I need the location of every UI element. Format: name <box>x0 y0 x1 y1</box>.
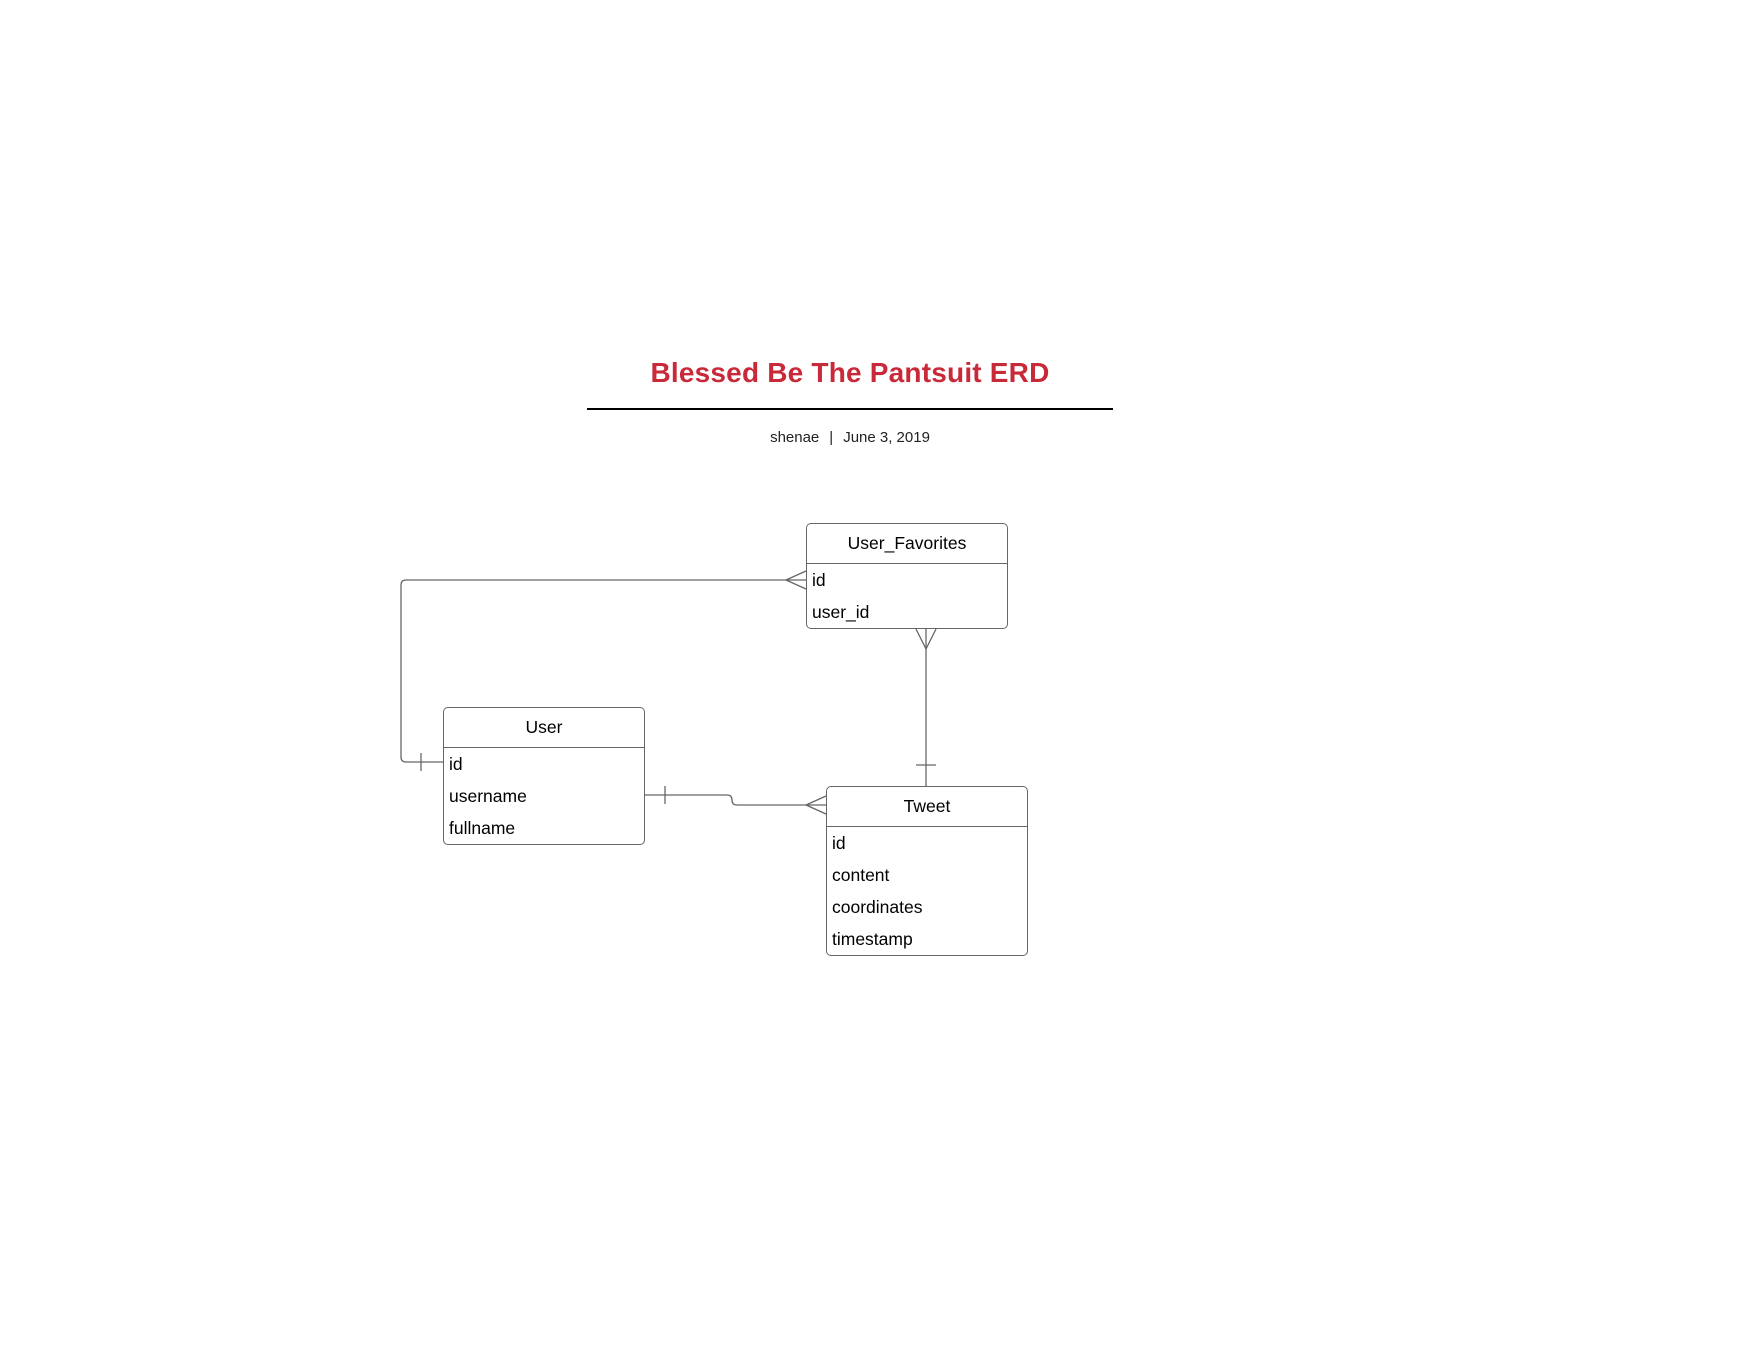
field-row[interactable]: timestamp <box>832 929 913 949</box>
crowfoot-user-favorites-left <box>785 570 807 590</box>
entity-tweet[interactable]: Tweet id content coordinates timestamp <box>826 786 1028 956</box>
diagram-title: Blessed Be The Pantsuit ERD <box>650 357 1050 388</box>
field-row[interactable]: id <box>449 754 463 774</box>
entity-header: User_Favorites <box>807 524 1007 564</box>
field-row[interactable]: id <box>832 833 846 853</box>
entity-user-favorites[interactable]: User_Favorites id user_id <box>806 523 1008 629</box>
author: shenae <box>770 429 820 446</box>
connector-user-tweet[interactable] <box>645 794 826 806</box>
field-row[interactable]: user_id <box>812 602 870 622</box>
byline-separator: | <box>829 429 834 446</box>
entity-fields: id content coordinates timestamp <box>827 827 1027 956</box>
crowfoot-tweet-left <box>805 795 827 815</box>
title-divider <box>587 408 1113 410</box>
field-row[interactable]: id <box>812 570 826 590</box>
entity-header: Tweet <box>827 787 1027 827</box>
field-row[interactable]: fullname <box>449 818 516 838</box>
field-row[interactable]: username <box>449 786 527 806</box>
entity-header: User <box>444 708 644 748</box>
crowfoot-user-favorites-bottom <box>915 628 937 650</box>
date: June 3, 2019 <box>843 429 930 446</box>
entity-fields: id user_id <box>807 564 1007 629</box>
field-row[interactable]: content <box>832 865 890 885</box>
byline: shenae | June 3, 2019 <box>700 429 1000 446</box>
entity-fields: id username fullname <box>444 748 644 845</box>
entity-user[interactable]: User id username fullname <box>443 707 645 845</box>
field-row[interactable]: coordinates <box>832 897 923 917</box>
connector-user-favorites[interactable] <box>400 579 806 763</box>
